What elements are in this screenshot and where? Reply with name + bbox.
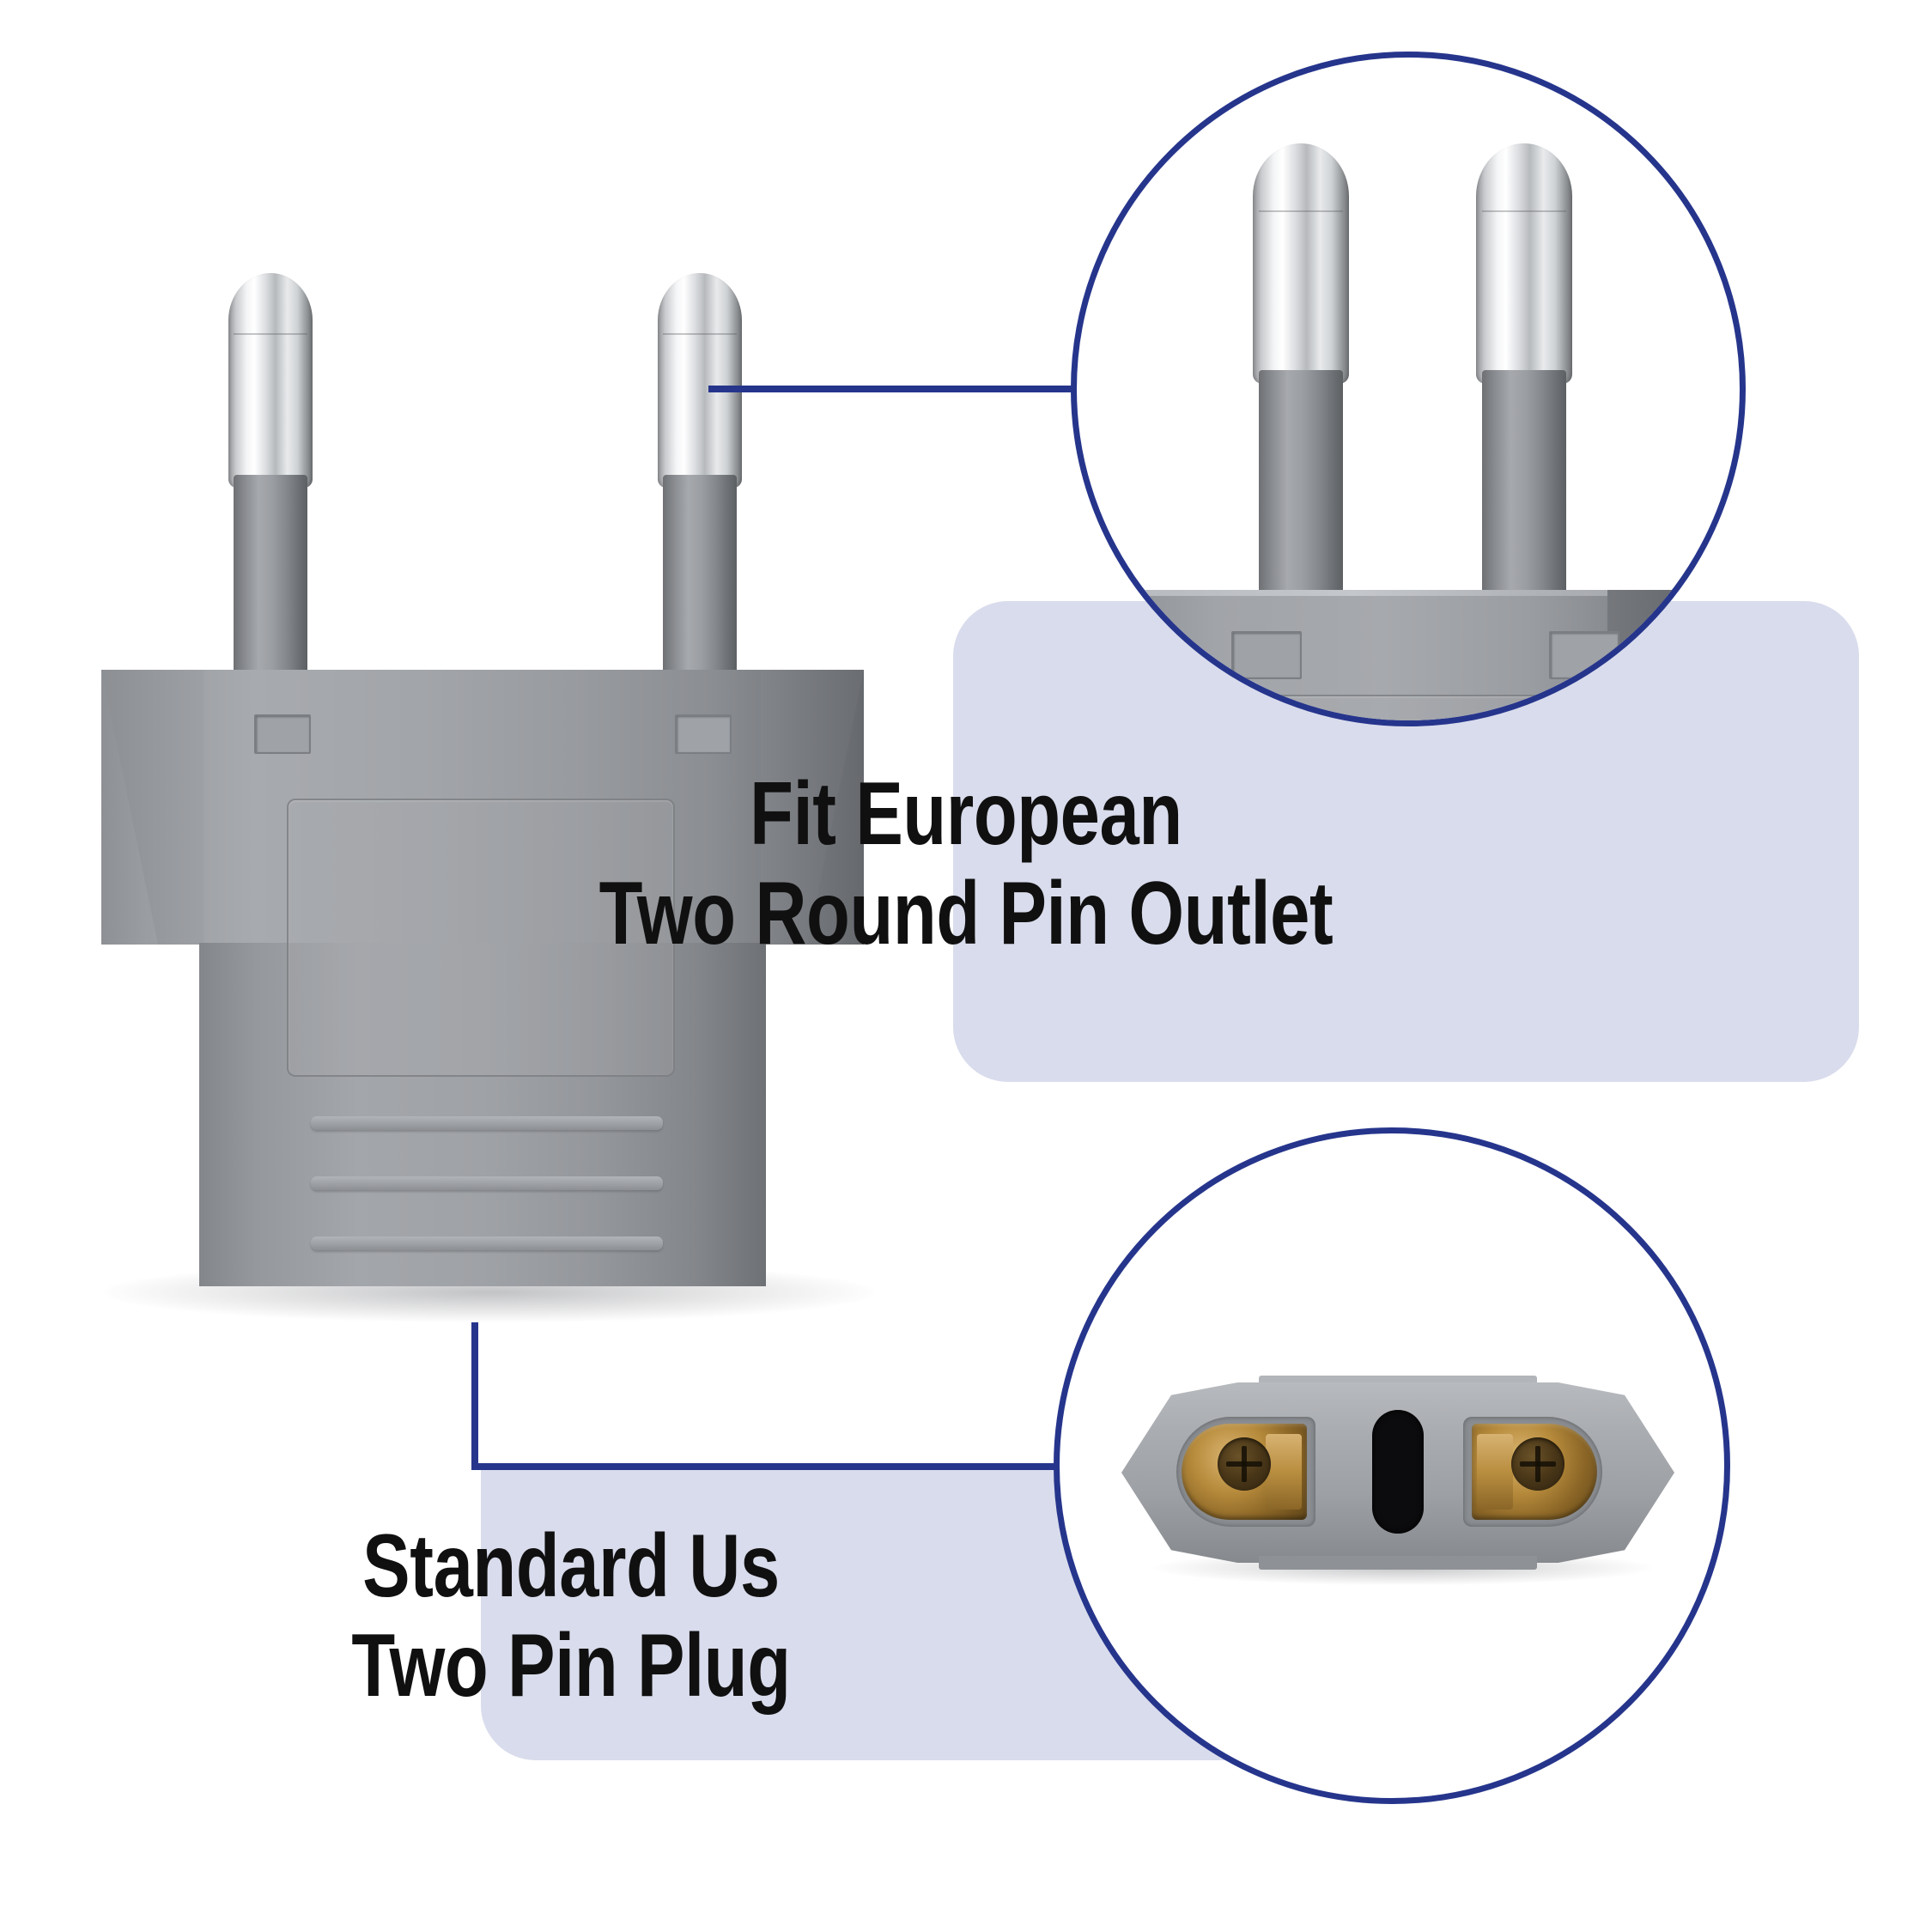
plug-body-slot-right xyxy=(675,714,732,754)
zoom-plug-body-top-edge xyxy=(1103,590,1729,596)
plug-grip-ridge xyxy=(311,1116,663,1130)
plug-grip-ridge xyxy=(311,1236,663,1250)
socket-contact-left xyxy=(1176,1417,1315,1527)
pin-shaft-plastic xyxy=(1258,370,1344,611)
socket-contact-right xyxy=(1463,1417,1602,1527)
plug-body-upper xyxy=(101,670,864,945)
callout-circle-european-outlet xyxy=(1071,52,1746,726)
socket-center-slot xyxy=(1372,1410,1424,1534)
plug-body-recess-panel xyxy=(287,799,675,1077)
callout-connector-line-european xyxy=(708,386,1073,392)
zoom-plug-body-slot-left xyxy=(1231,631,1302,679)
plug-pin-right xyxy=(658,273,742,685)
plug-body-slot-left xyxy=(254,714,311,754)
screw-head-icon xyxy=(1511,1437,1564,1491)
zoom-inset-us-socket-face xyxy=(1060,1133,1724,1798)
socket-housing-notch-bottom xyxy=(1259,1556,1537,1570)
zoom-plug-pin-right xyxy=(1476,143,1572,611)
pin-tip-metal-icon xyxy=(228,273,313,488)
plug-pin-left xyxy=(228,273,313,685)
pin-shaft-plastic xyxy=(662,475,738,685)
pin-tip-metal-icon xyxy=(1476,143,1572,384)
caption-european-outlet: Fit European Two Round Pin Outlet xyxy=(193,764,1739,964)
brass-contact-tab xyxy=(1477,1434,1513,1510)
callout-connector-line-us-horizontal xyxy=(471,1463,1072,1470)
pin-tip-metal-icon xyxy=(1253,143,1349,384)
zoom-inset-two-round-pins xyxy=(1077,58,1740,720)
plug-body-lower xyxy=(199,943,766,1286)
pin-shaft-plastic xyxy=(1481,370,1567,611)
screw-head-icon xyxy=(1218,1437,1271,1491)
pin-tip-metal-icon xyxy=(658,273,742,488)
caption-line-2: Two Pin Plug xyxy=(351,1616,791,1716)
callout-circle-us-plug xyxy=(1054,1127,1730,1804)
caption-us-plug: Standard Us Two Pin Plug xyxy=(0,1516,1344,1716)
caption-line-2: Two Round Pin Outlet xyxy=(598,864,1334,964)
zoom-plug-body-recess-panel xyxy=(1270,695,1574,720)
caption-line-1: Standard Us xyxy=(362,1516,780,1616)
brass-contact-tab xyxy=(1266,1434,1302,1510)
pin-shaft-plastic xyxy=(233,475,308,685)
callout-connector-line-us-vertical xyxy=(471,1322,478,1470)
caption-line-1: Fit European xyxy=(750,764,1182,864)
plug-grip-ridge xyxy=(311,1176,663,1190)
zoom-plug-pin-left xyxy=(1253,143,1349,611)
zoom-plug-body-slot-right xyxy=(1549,631,1619,679)
zoom-plug-body-side-face xyxy=(1607,590,1732,720)
